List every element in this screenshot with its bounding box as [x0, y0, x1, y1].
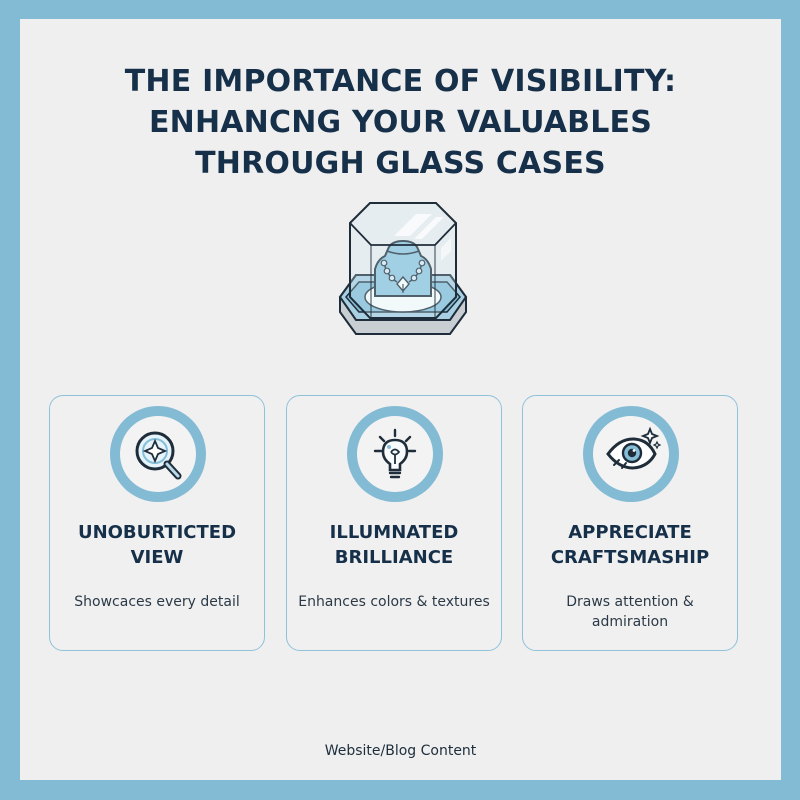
feature-description: Enhances colors & textures [298, 594, 490, 610]
title-line-2: ENHANCNG YOUR VALUABLES [148, 105, 653, 140]
feature-title-line-2: BRILLIANCE [334, 547, 454, 568]
title-line-3: THROUGH GLASS CASES [195, 146, 606, 181]
feature-title-line-2: VIEW [130, 547, 184, 568]
feature-title-line-1: APPRECIATE [568, 522, 692, 543]
eye-sparkle-icon [593, 416, 669, 492]
page-title: THE IMPORTANCE OF VISIBILITY: ENHANCNG Y… [20, 61, 781, 184]
feature-description: Showcaces every detail [74, 594, 240, 610]
infographic-panel: THE IMPORTANCE OF VISIBILITY: ENHANCNG Y… [20, 19, 781, 780]
feature-title: APPRECIATE CRAFTSMASHIP [523, 520, 737, 570]
footer-label: Website/Blog Content [324, 743, 477, 759]
lightbulb-icon [357, 416, 433, 492]
feature-icon-badge [347, 406, 443, 502]
feature-title: ILLUMNATED BRILLIANCE [287, 520, 501, 570]
feature-description: Draws attention & admiration [566, 594, 694, 630]
feature-title-line-1: ILLUMNATED [329, 522, 459, 543]
feature-icon-badge [583, 406, 679, 502]
glass-display-case-necklace-icon [328, 193, 478, 343]
feature-title-line-2: CRAFTSMASHIP [550, 547, 710, 568]
feature-card-appreciate-craftsmanship: APPRECIATE CRAFTSMASHIP Draws attention … [522, 395, 738, 651]
feature-card-illuminated-brilliance: ILLUMNATED BRILLIANCE Enhances colors & … [286, 395, 502, 651]
title-line-1: THE IMPORTANCE OF VISIBILITY: [124, 64, 677, 99]
feature-title-line-1: UNOBURTICTED [77, 522, 237, 543]
feature-title: UNOBURTICTED VIEW [50, 520, 264, 570]
magnifier-sparkle-icon [120, 416, 196, 492]
feature-card-unobstructed-view: UNOBURTICTED VIEW Showcaces every detail [49, 395, 265, 651]
feature-icon-badge [110, 406, 206, 502]
